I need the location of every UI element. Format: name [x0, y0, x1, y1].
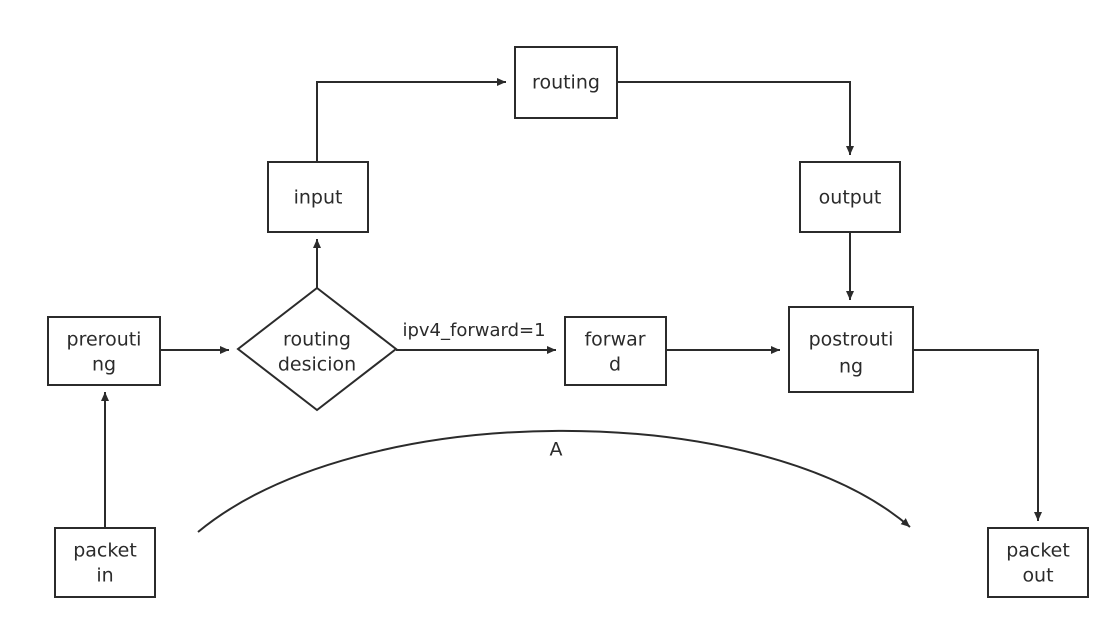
- node-forward[interactable]: forwar d: [564, 316, 667, 386]
- node-prerouting-label-line2: ng: [92, 354, 116, 376]
- node-routing-decision-label-line1: routing: [283, 329, 351, 351]
- node-postrouting-label-line2: ng: [839, 356, 863, 378]
- edge-curve-a: [197, 429, 911, 533]
- node-forward-label-line1: forwar: [584, 329, 645, 351]
- node-prerouting-label-line1: prerouti: [67, 329, 142, 351]
- node-postrouting[interactable]: postrouti ng: [788, 306, 914, 393]
- node-packet-out-label-line2: out: [1022, 565, 1053, 587]
- node-routing-label: routing: [532, 72, 600, 94]
- node-output-label: output: [819, 187, 882, 209]
- node-prerouting[interactable]: prerouti ng: [47, 316, 161, 386]
- node-output[interactable]: output: [799, 161, 901, 233]
- node-input[interactable]: input: [267, 161, 369, 233]
- edge-input-to-routing: [316, 78, 506, 162]
- node-packet-out-label-line1: packet: [1006, 540, 1070, 562]
- edge-label-curve-a: A: [550, 439, 563, 461]
- node-packet-out[interactable]: packet out: [987, 527, 1089, 598]
- node-forward-label-line2: d: [609, 354, 621, 376]
- node-packet-in[interactable]: packet in: [54, 527, 156, 598]
- edge-postrouting-to-packet-out: [913, 349, 1042, 521]
- node-packet-in-label-line1: packet: [73, 540, 137, 562]
- node-postrouting-label-line1: postrouti: [809, 329, 894, 351]
- node-routing[interactable]: routing: [514, 46, 618, 119]
- edge-routing-to-output: [617, 81, 854, 155]
- node-routing-decision-label-line2: desicion: [278, 354, 356, 376]
- node-input-label: input: [294, 187, 343, 209]
- node-routing-decision[interactable]: routing desicion: [236, 286, 398, 412]
- edge-label-ipv4-forward: ipv4_forward=1: [402, 320, 545, 341]
- node-packet-in-label-line2: in: [96, 565, 113, 587]
